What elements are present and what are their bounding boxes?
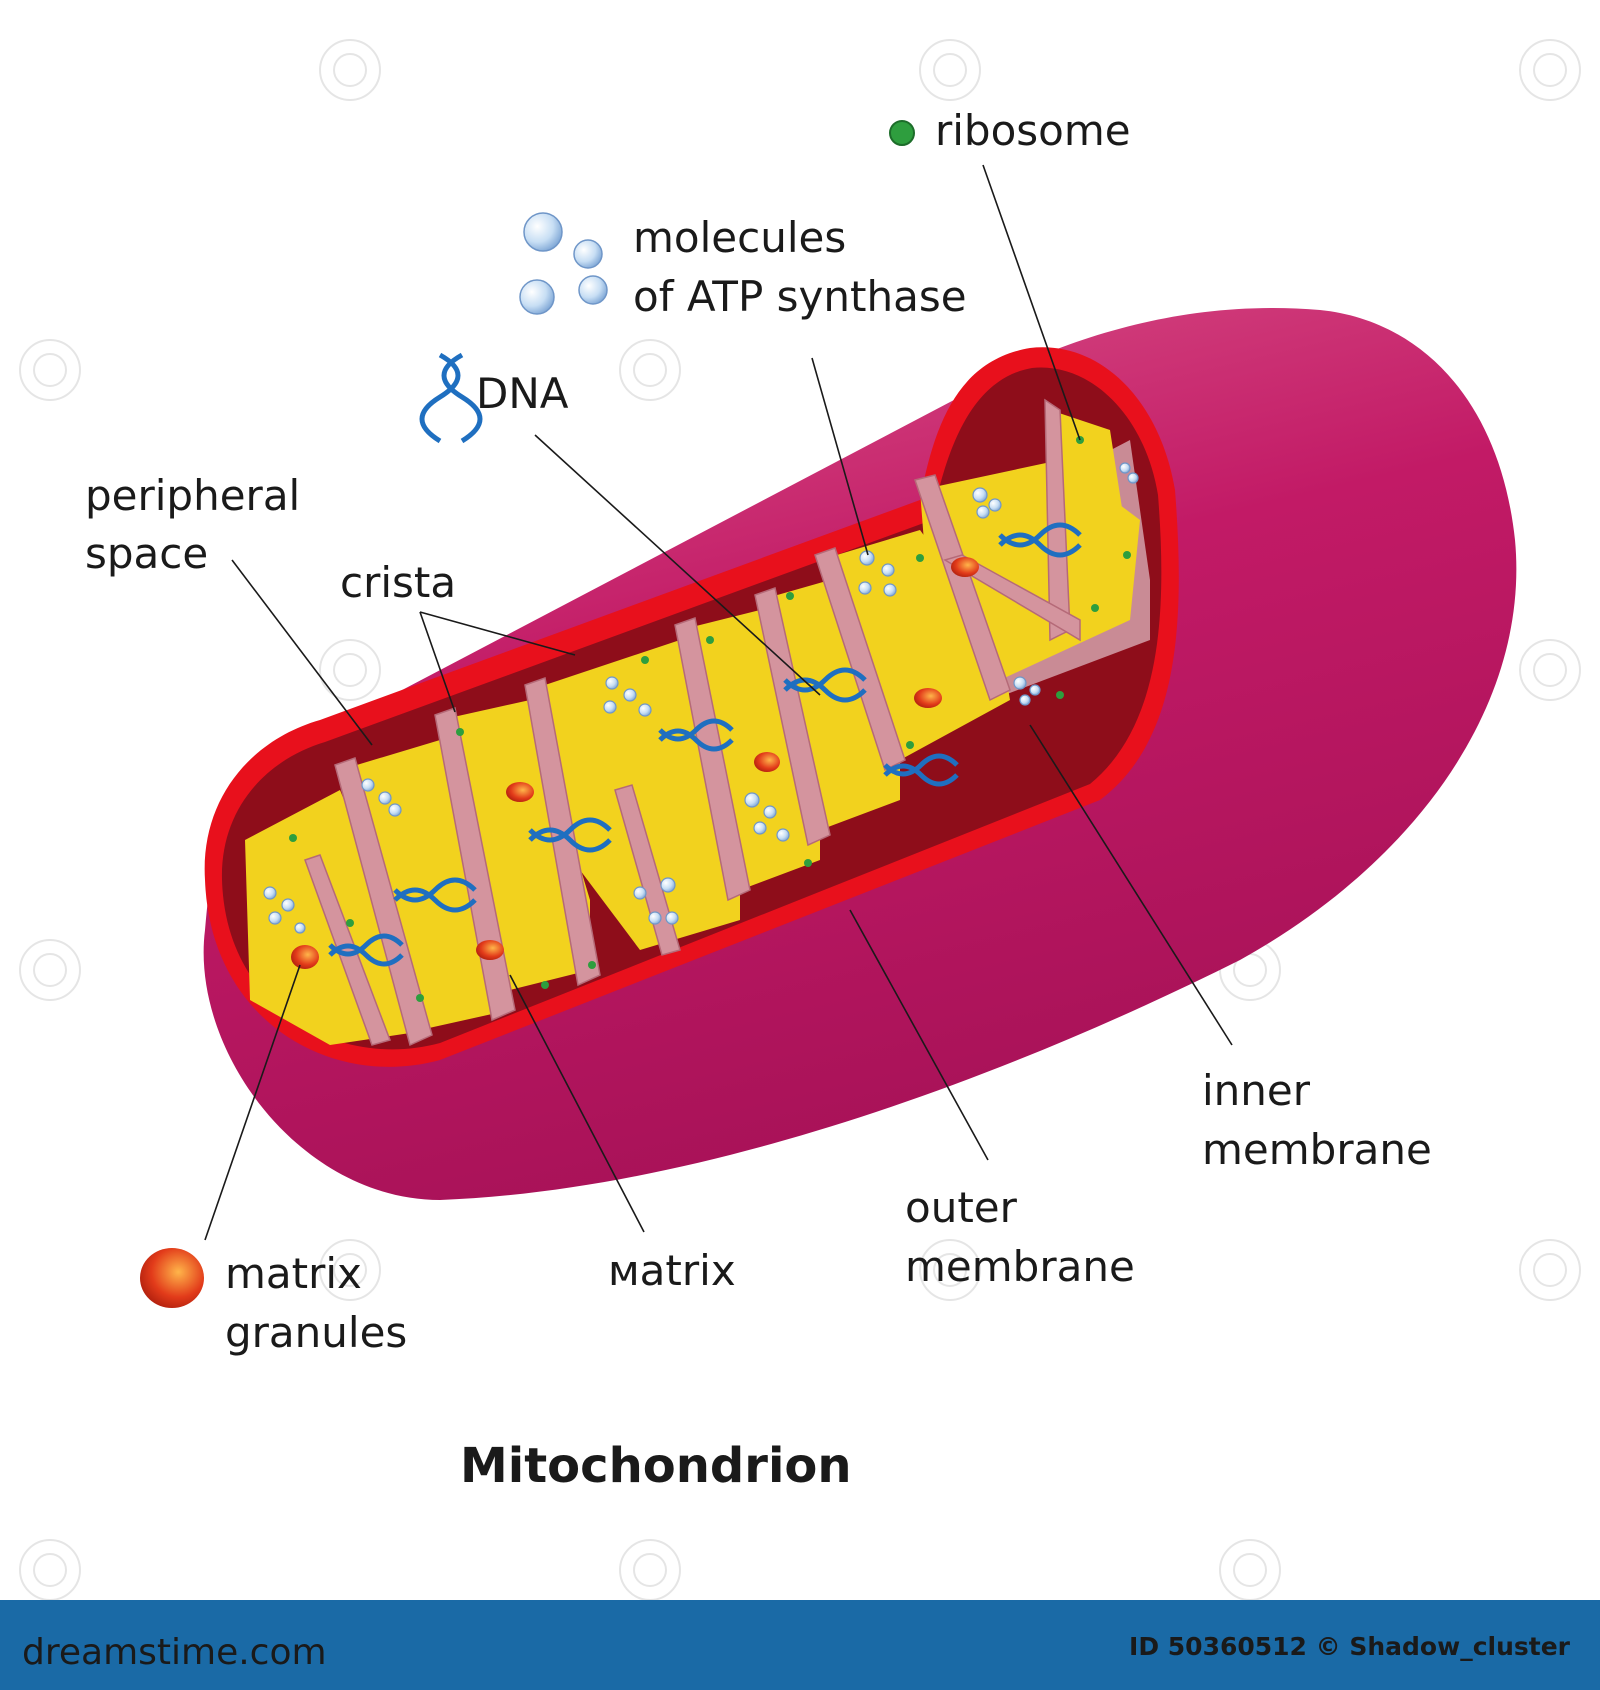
ribosome-particle — [1056, 691, 1064, 699]
matrix-granule-group — [291, 557, 979, 969]
label-dna: DNA — [476, 369, 569, 418]
leader-matrix-granules — [204, 964, 301, 1241]
ribosome-particle — [346, 919, 354, 927]
label-outer-line1: outer — [905, 1183, 1018, 1232]
leader-peripheral-space — [231, 559, 373, 746]
dna-icon — [419, 352, 483, 444]
label-atp-line2: of ATP synthase — [633, 272, 967, 321]
leader-matrix — [509, 974, 645, 1233]
label-atp-line1: molecules — [633, 213, 846, 262]
ribosome-particle — [804, 859, 812, 867]
ribosome-particle — [641, 656, 649, 664]
leader-outer-membrane — [849, 909, 989, 1161]
matrix-chamber — [440, 700, 590, 990]
matrix-chamber — [340, 740, 510, 1030]
footer-image-id: ID 50360512 © Shadow_cluster — [1129, 1632, 1571, 1661]
dna-icon — [328, 933, 404, 967]
crista-fold — [334, 757, 433, 1047]
atp-synthase-icon — [519, 212, 608, 315]
dna-icon — [783, 667, 867, 703]
ribosome-dots — [289, 436, 1131, 1002]
footer-background — [0, 1600, 1600, 1690]
ribosome-particle — [916, 554, 924, 562]
atp-molecule — [605, 676, 619, 690]
crista-fold — [943, 554, 1081, 642]
ribosome-particle — [456, 728, 464, 736]
ribosome-particle — [706, 636, 714, 644]
atp-molecule — [972, 487, 988, 503]
ribosome-particle — [289, 834, 297, 842]
dna-icon — [658, 718, 734, 752]
label-inner-line1: inner — [1202, 1066, 1311, 1115]
atp-molecule — [633, 886, 647, 900]
crista-fold — [814, 547, 906, 772]
dna-icon — [528, 817, 612, 853]
atp-molecule — [263, 886, 277, 900]
crista-fold — [304, 854, 391, 1046]
dna-icon — [998, 522, 1082, 558]
label-inner-line2: membrane — [1202, 1125, 1432, 1174]
leader-ribosome — [982, 164, 1081, 441]
label-peripheral-line1: peripheral — [85, 471, 300, 520]
label-crista: crista — [340, 558, 456, 607]
matrix-granule — [291, 945, 319, 969]
labels: ribosome molecules of ATP synthase DNA p… — [85, 106, 1432, 1494]
legend-icons — [140, 120, 915, 1308]
label-outer-line2: membrane — [905, 1242, 1135, 1291]
leader-inner-membrane — [1029, 724, 1233, 1046]
label-matrix: мatrix — [608, 1246, 736, 1295]
matrix-granule — [754, 752, 780, 772]
atp-clusters — [263, 462, 1139, 934]
leader-dna — [534, 434, 821, 696]
matrix-granule-icon — [140, 1248, 204, 1308]
crista-fold — [914, 474, 1011, 702]
dna-icon — [393, 877, 477, 913]
matrix-granule — [951, 557, 979, 577]
ribosome-particle — [1123, 551, 1131, 559]
atp-molecule — [1013, 676, 1027, 690]
crista-fold — [614, 784, 681, 956]
matrix-granule — [476, 940, 504, 960]
label-ribosome: ribosome — [935, 106, 1131, 155]
ribosome-icon — [889, 120, 915, 146]
atp-molecule — [361, 778, 375, 792]
label-granules-line1: matrix — [225, 1249, 362, 1298]
leader-crista-1 — [419, 611, 456, 713]
dna-icon — [883, 753, 959, 787]
footer-bar: dreamstime.com ID 50360512 © Shadow_clus… — [0, 1600, 1600, 1690]
label-peripheral-line2: space — [85, 529, 208, 578]
atp-molecule — [744, 792, 760, 808]
footer-site[interactable]: dreamstime.com — [22, 1632, 327, 1673]
matrix-granule — [506, 782, 534, 802]
crista-fold — [674, 617, 751, 902]
leader-crista-2 — [419, 611, 576, 656]
ribosome-particle — [786, 592, 794, 600]
label-granules-line2: granules — [225, 1308, 407, 1357]
leader-atp — [811, 357, 869, 556]
matrix-granule — [914, 688, 942, 708]
ribosome-particle — [416, 994, 424, 1002]
ribosome-particle — [1091, 604, 1099, 612]
leader-lines — [204, 164, 1233, 1241]
ribosome-particle — [906, 741, 914, 749]
diagram-title: Mitochondrion — [460, 1438, 852, 1494]
ribosome-particle — [588, 961, 596, 969]
dna-strands — [328, 522, 1082, 967]
ribosome-particle — [541, 981, 549, 989]
